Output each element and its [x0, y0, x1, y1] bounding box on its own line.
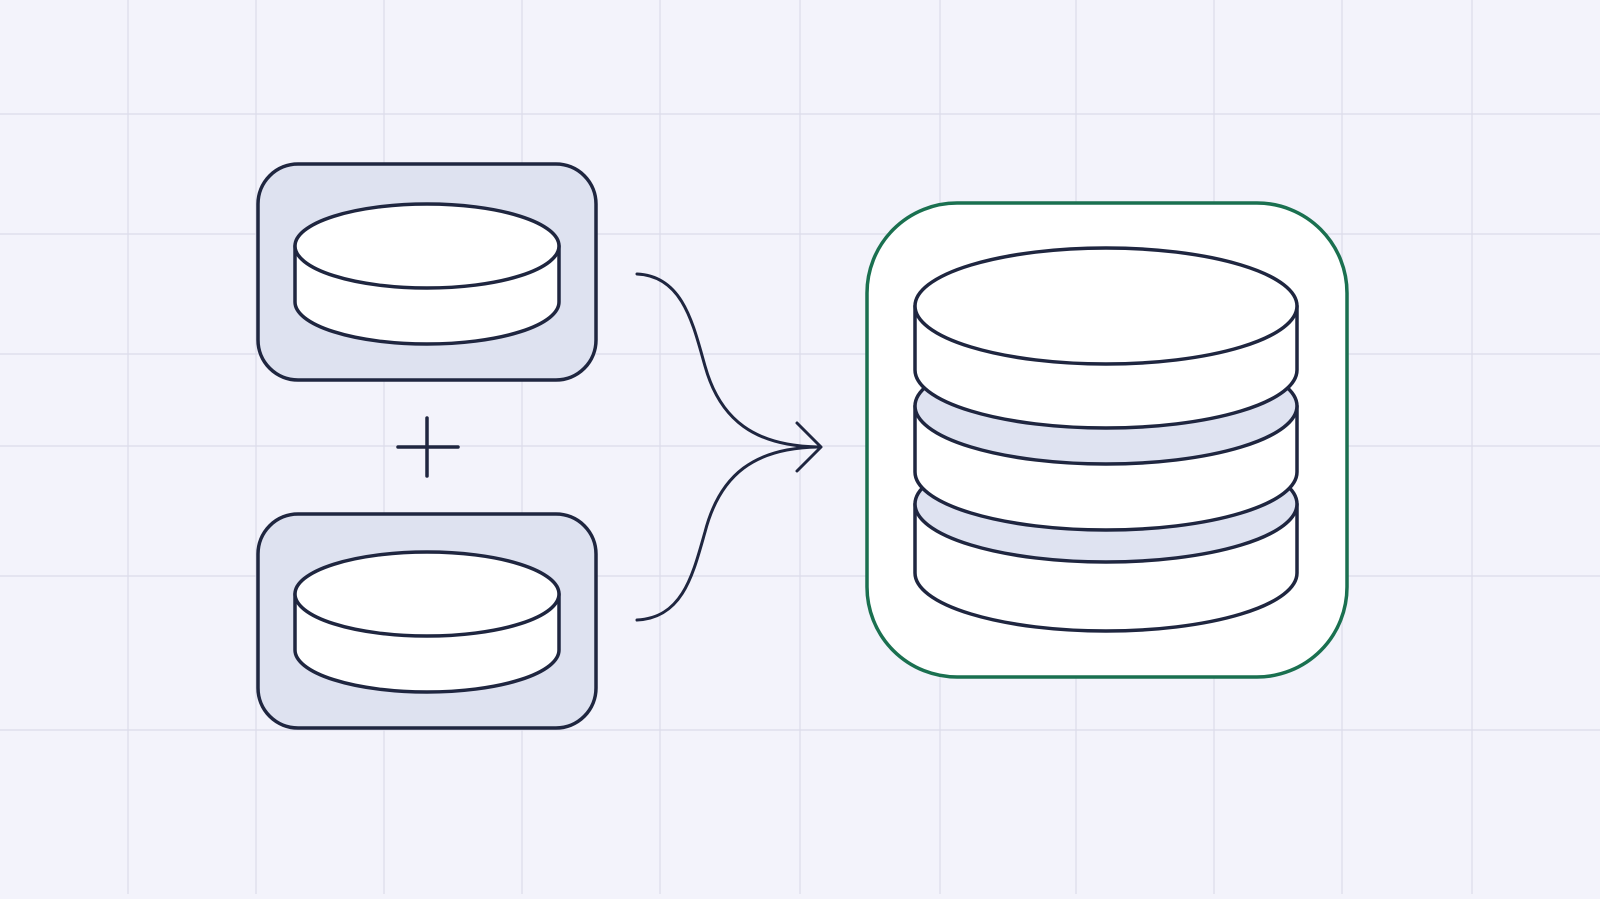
merge-arrow-icon [635, 272, 823, 622]
database-disk-icon [293, 550, 561, 694]
stacked-database-icon [913, 246, 1299, 633]
flow-curve-bottom [635, 445, 820, 622]
flow-curve-top [635, 272, 820, 449]
merged-database [865, 201, 1349, 679]
source-database-bottom [256, 512, 598, 730]
database-disk-icon [293, 202, 561, 346]
arrowhead [795, 421, 823, 473]
plus-icon [396, 416, 460, 478]
source-database-top [256, 162, 598, 382]
